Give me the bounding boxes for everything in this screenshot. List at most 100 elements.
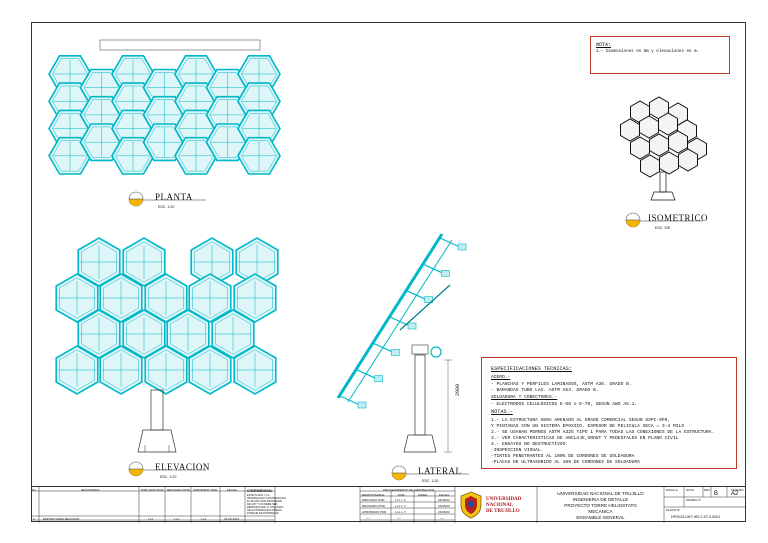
approval-role: DIBUJADO POR <box>362 498 385 502</box>
drawing-frame <box>31 22 746 522</box>
isometrico-title: ISOMETRICO <box>648 213 709 223</box>
iso-hexagon <box>659 151 679 175</box>
specs-note-line: 3.- VER CARACTERISTICAS DE ANCLAJE,GROUT… <box>491 436 679 441</box>
rev-header-revisado: REVISADO POR <box>167 488 190 492</box>
clamp-block <box>424 296 433 303</box>
specs-note-line: -PLACAS DE ULTRASONIDO AL 10% DE CORDONE… <box>491 460 640 465</box>
hexagon-inner <box>103 277 139 319</box>
project-line: INGENIERIA DE DETALLE <box>572 497 629 502</box>
approval-header: POR <box>398 492 405 497</box>
rev-header-dibujado: DIBUJADO POR <box>141 488 164 492</box>
view-symbol-fill <box>392 473 406 480</box>
isometric-view <box>620 96 707 201</box>
specs-note-line: -INSPECCION VISUAL. <box>491 448 544 453</box>
iso-hexagon <box>649 133 669 157</box>
hexagon-inner <box>81 241 117 283</box>
hexagon-inner <box>192 277 228 319</box>
elevacion-title: ELEVACION <box>155 462 210 472</box>
dimension-label: 2900 <box>455 383 461 396</box>
approval-title: PROCEDIMIENTO DE APROBACION <box>383 488 434 492</box>
hexagon-inner <box>170 313 206 355</box>
project-line: UNIVERSIDAD NACIONAL DE TRUJILLO <box>557 491 644 496</box>
rev-row-dibujado: L.H. <box>148 517 154 521</box>
specs-note-line: 1.- LA ESTRUCTURA SERA ARENADO AL GRADO … <box>491 418 671 423</box>
approval-by: L.H. L.Y. <box>395 504 407 508</box>
project-line: ENSAMBLE GENERAL <box>576 515 625 520</box>
confidential-line: PORQUE DE PROPIEDAD <box>247 512 279 515</box>
planta-scale: ESC. 1:20 <box>158 205 175 209</box>
lateral-title: LATERAL <box>418 466 462 476</box>
hexagon-inner <box>59 349 95 391</box>
clamp-block <box>441 270 450 277</box>
hexagon-inner <box>103 349 139 391</box>
planta-view <box>48 39 281 175</box>
hexagon-inner <box>237 277 273 319</box>
specs-acero-line: - BARANDAS TUBO LAC. ASTM A53. GRADO B. <box>491 388 599 393</box>
elevacion-view <box>55 237 279 453</box>
clamp-block <box>407 322 417 330</box>
plano-label: PLANO N° <box>666 508 681 512</box>
confidential-line: INFORMACION CONTENIDA EN <box>247 497 286 500</box>
confidential-line: DE UNT Y NO DEBE SER <box>247 503 278 506</box>
rev-row-no: 0 <box>33 517 35 521</box>
view-symbols <box>128 191 703 481</box>
hexagon-inner <box>59 277 95 319</box>
university-name: UNIVERSIDAD <box>486 497 522 502</box>
specs-soldadura-line: - ELECTRODOS CELULOSICOS E-60 o E-70, SE… <box>491 402 638 407</box>
clamp-block <box>457 243 467 251</box>
iso-hexagon <box>630 136 650 160</box>
isometrico-scale: ESC. S/E <box>655 226 671 230</box>
approval-date: 24/06/23 <box>438 498 450 502</box>
approval-role: APROBADO POR <box>362 510 387 514</box>
rev-row-fecha: 24.06.2023 <box>224 517 240 521</box>
view-symbol-fill <box>626 220 640 227</box>
iso-hexagon <box>678 148 698 172</box>
note-title: NOTA: <box>596 42 612 48</box>
specs-acero-title: ACERO.- <box>491 375 511 380</box>
iso-hexagon <box>640 154 660 178</box>
title-block: No. REVISIONES DIBUJADO POR REVISADO POR… <box>31 486 746 523</box>
pivot-bearing <box>430 346 442 358</box>
iso-hexagon <box>639 115 659 139</box>
rev-row-desc: EMITIDO PARA REVISION <box>43 517 80 521</box>
approval-by: L.H. L.Y. <box>395 510 407 514</box>
iso-hexagon <box>658 112 678 136</box>
iso-base <box>650 191 676 201</box>
approval-date: 24/06/23 <box>438 510 450 514</box>
hexagon-inner <box>126 241 162 283</box>
specs-title: ESPECIFICACIONES TECNICAS: <box>491 366 572 372</box>
specs-note-line: -TINTES PENETRANTES AL 100% DE CORDONES … <box>491 454 635 459</box>
escala-label: ESCALA <box>666 488 678 492</box>
note-line: 1.- Dimensiones en mm y elevaciones en m… <box>596 50 700 54</box>
clamp-block <box>357 401 367 409</box>
approval-header: RESPONSABLE <box>362 492 385 497</box>
view-symbol-fill <box>129 469 143 476</box>
top-support-bar <box>99 39 261 51</box>
confidential-line: REPRODUCIDO O UTILIZADO <box>247 506 284 509</box>
iso-column <box>659 171 667 193</box>
specs-note-line: 2.- SE USARAN PERNOS ASTM A325 TIPO 1 PA… <box>491 430 715 435</box>
rev-header-no: No. <box>32 488 37 492</box>
orden-label: ORDEN N° <box>686 498 702 502</box>
rev-row-aprobado: L.H. <box>201 517 207 521</box>
approval-header: FIRMA <box>418 492 428 497</box>
rev-header-fecha: FECHA <box>227 488 238 492</box>
hexagon-inner <box>81 313 117 355</box>
hexagon-inner <box>148 277 184 319</box>
support-strut <box>399 284 451 331</box>
lateral-view <box>336 233 467 453</box>
approval-header: FECHA <box>439 492 450 497</box>
hexagon-inner <box>178 140 214 172</box>
drive-box <box>411 344 429 355</box>
specs-acero-line: - PLANCHAS Y PERFILES LAMINADOS, ASTM A3… <box>491 382 632 387</box>
specs-note-line: Y PINTADAS CON UN SISTEMA EPOXICO. ESPES… <box>491 424 684 429</box>
lateral-scale: ESC. 1:20 <box>422 479 439 483</box>
title-block-grid <box>31 487 746 523</box>
rev-value: B <box>714 491 719 497</box>
university-seal-icon <box>460 491 482 519</box>
hexagon-inner <box>126 313 162 355</box>
size-value: A2 <box>731 491 739 497</box>
pedestal-column <box>150 389 164 431</box>
approval-role: ---- <box>366 516 370 520</box>
clamp-block <box>374 375 383 382</box>
